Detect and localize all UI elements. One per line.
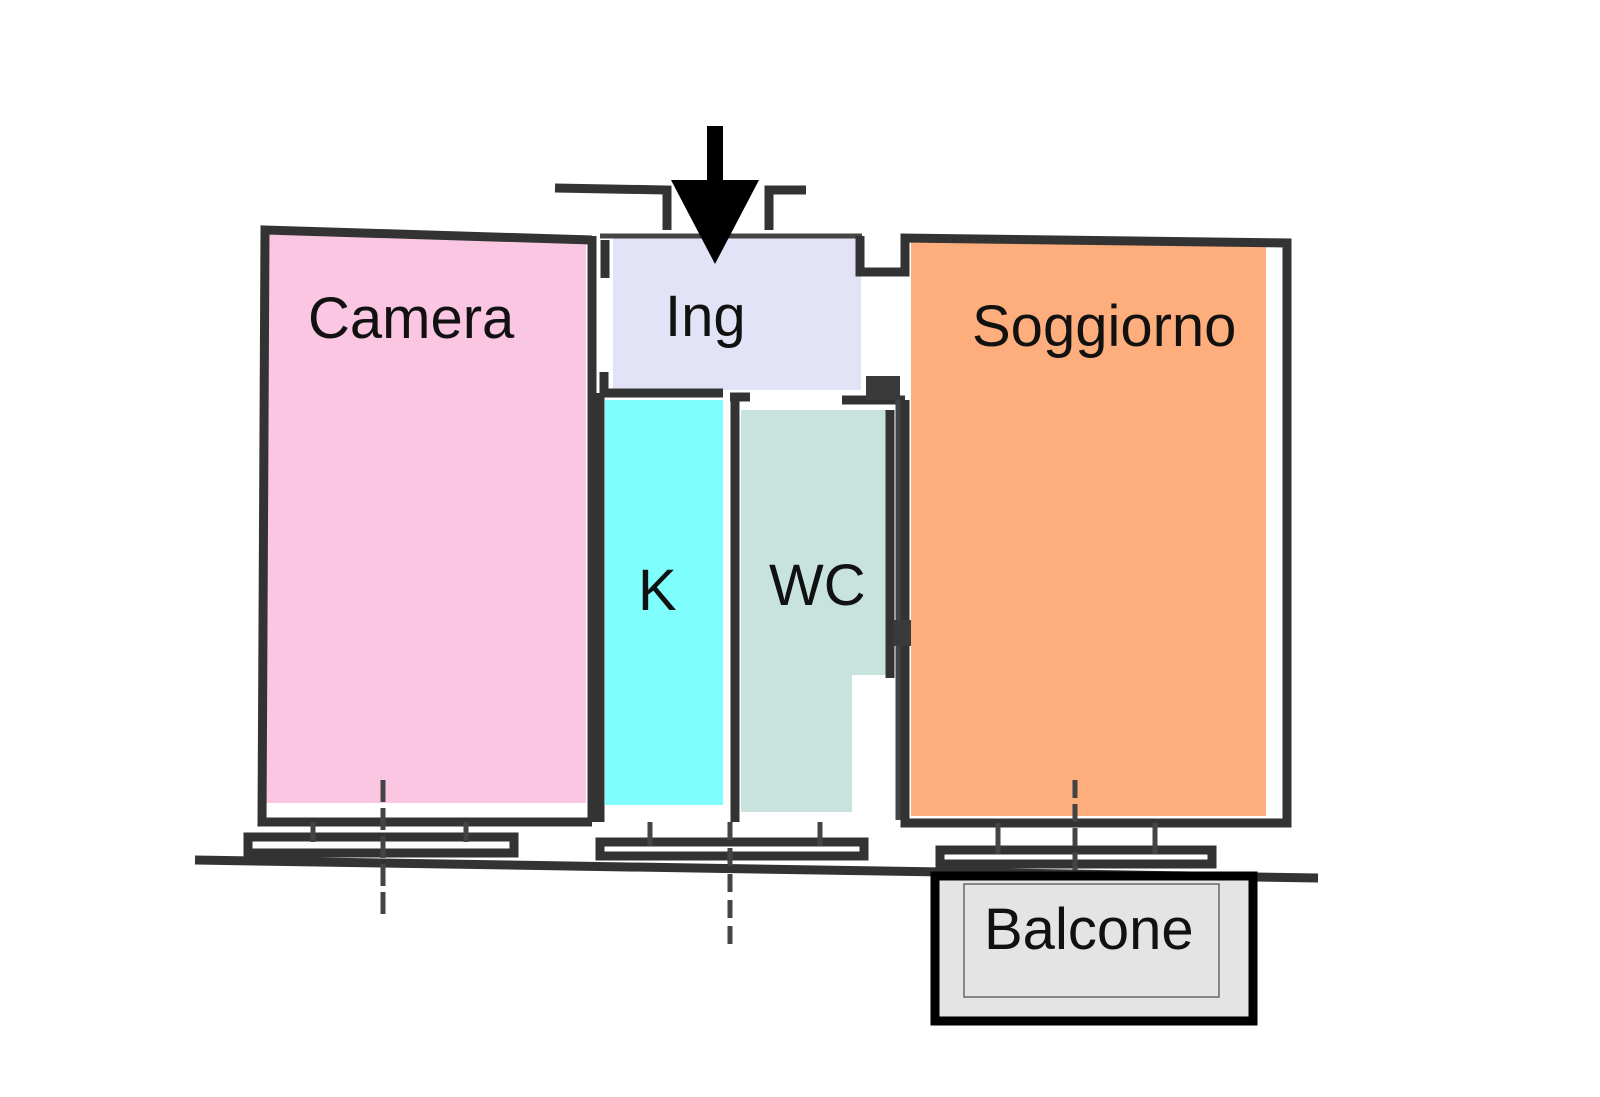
room-label-camera: Camera xyxy=(308,286,515,351)
room-label-bagno: WC xyxy=(769,553,866,618)
room-ingresso-fill xyxy=(613,235,861,390)
room-soggiorno-fill xyxy=(911,241,1266,816)
room-label-ingresso: Ing xyxy=(665,284,746,349)
room-label-balcone: Balcone xyxy=(984,897,1194,962)
room-label-soggiorno: Soggiorno xyxy=(972,294,1236,359)
room-label-cucina: K xyxy=(638,558,677,623)
arrow-down-icon xyxy=(671,126,759,264)
balcony xyxy=(930,871,1258,1026)
room-bagno-fill xyxy=(741,410,888,812)
walls xyxy=(194,183,1319,945)
room-cucina-fill xyxy=(605,400,723,805)
room-camera-fill xyxy=(266,235,586,803)
